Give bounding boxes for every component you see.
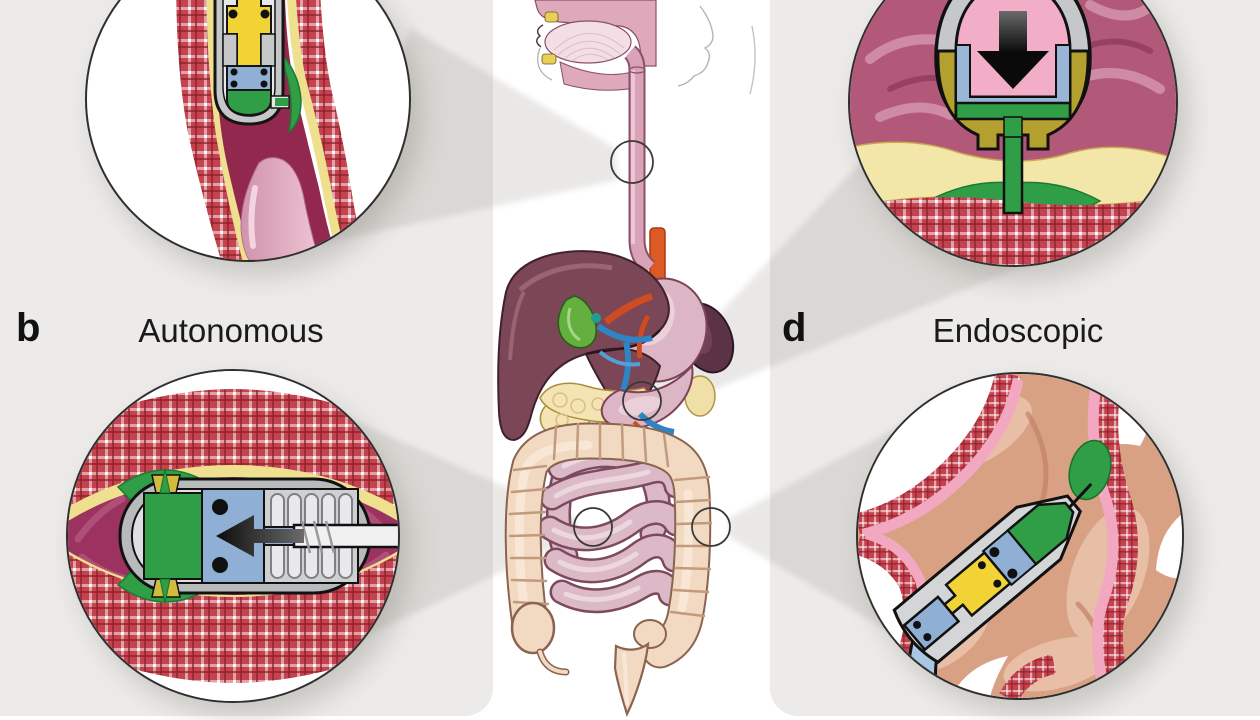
needle-stem <box>1002 123 1024 215</box>
left-arrow-icon <box>216 515 304 557</box>
zoom-marker-circles <box>573 140 731 547</box>
face-profile-outline <box>677 5 756 95</box>
inset-autonomous-capsule <box>66 369 400 703</box>
autonomous-capsule-device <box>118 468 398 604</box>
plunger-rod <box>292 523 398 549</box>
marker-colon <box>691 507 731 547</box>
gallbladder <box>557 295 597 349</box>
self-orienting-injector-device <box>934 0 1092 215</box>
cecum <box>510 601 556 655</box>
small-intestine <box>537 443 689 614</box>
inset-esophageal-device <box>85 0 411 262</box>
drug-port <box>275 98 288 106</box>
panel-b-title: Autonomous <box>138 312 324 349</box>
drug-chamber-green <box>226 89 272 117</box>
marker-stomach-outlet <box>622 381 662 421</box>
marker-small-intestine <box>573 507 613 547</box>
drug-chamber-green <box>143 492 203 580</box>
food-bolus <box>240 157 320 260</box>
panel-b-label: b <box>16 306 41 350</box>
marker-esophagus <box>610 140 654 184</box>
rectum <box>613 641 650 717</box>
haustra-lines <box>508 422 713 618</box>
beam-to-stomach <box>652 150 1130 410</box>
vessels <box>591 292 654 394</box>
inset-gastric-injector <box>848 0 1178 267</box>
panel-d-label: d <box>782 306 807 350</box>
injected-drug-depot <box>1068 439 1112 501</box>
down-arrow-icon <box>977 11 1049 89</box>
needle <box>1068 482 1093 509</box>
esophagus <box>624 45 656 275</box>
plunger-yellow <box>942 550 1012 618</box>
endoscopic-injector-device <box>892 482 1093 698</box>
capsule-device <box>213 0 290 126</box>
olive-lower-shell <box>936 49 1090 151</box>
sigmoid <box>633 619 667 649</box>
panel-d-title: Endoscopic <box>932 312 1104 349</box>
stomach-antrum <box>600 363 694 430</box>
inset-endoscopic-injector <box>856 372 1184 700</box>
colon <box>504 422 713 717</box>
released-drug-depot <box>281 53 302 134</box>
